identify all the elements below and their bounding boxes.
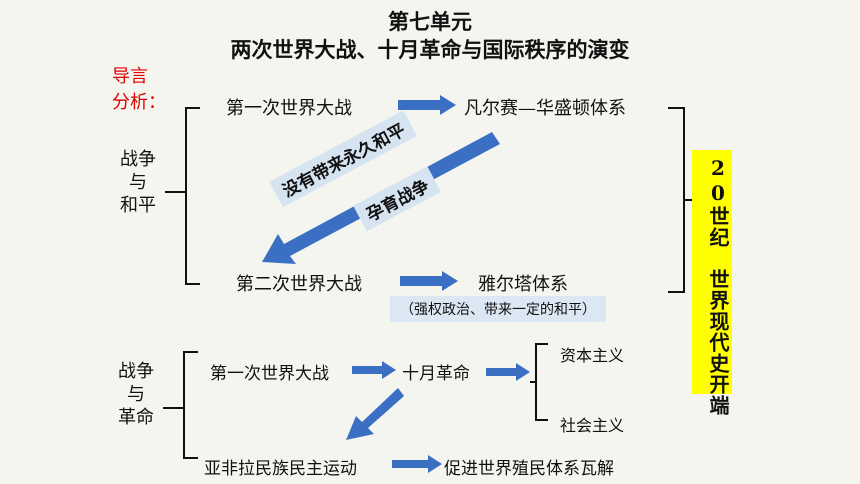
arrow-movement-collapse bbox=[392, 455, 442, 473]
main-title: 两次世界大战、十月革命与国际秩序的演变 bbox=[230, 37, 630, 62]
s2-colonial-collapse: 促进世界殖民体系瓦解 bbox=[444, 459, 614, 479]
bracket-right bbox=[668, 107, 692, 293]
guide-line2: 分析： bbox=[112, 92, 166, 113]
bracket-left-2 bbox=[163, 351, 198, 459]
s1-yalta-note: （强权政治、带来一定的和平） bbox=[390, 296, 606, 322]
guide-label: 导言 分析： bbox=[112, 64, 166, 116]
section2-label-2: 与 bbox=[127, 384, 145, 405]
right-banner-bg bbox=[692, 150, 732, 394]
bracket-left-1 bbox=[165, 107, 200, 285]
arrow-october-down bbox=[346, 388, 404, 440]
s1-ww2: 第二次世界大战 bbox=[236, 274, 362, 295]
arrow-ww2-yalta bbox=[400, 271, 458, 291]
section1-label-3: 和平 bbox=[120, 195, 156, 216]
section1-label-2: 与 bbox=[129, 172, 147, 193]
s1-versailles: 凡尔赛—华盛顿体系 bbox=[464, 98, 626, 119]
arrow-ww1-october bbox=[352, 361, 396, 379]
right-banner-text: 20世纪 世界现代史开端 bbox=[706, 156, 730, 416]
guide-line1: 导言 bbox=[112, 66, 148, 87]
arrow-ww1-versailles bbox=[398, 95, 456, 115]
section2-label-3: 革命 bbox=[118, 407, 154, 428]
section1-label-1: 战争 bbox=[120, 149, 156, 170]
s2-national-movement: 亚非拉民族民主运动 bbox=[204, 459, 357, 479]
s2-socialism: 社会主义 bbox=[560, 416, 625, 435]
arrow-october-branch bbox=[486, 363, 530, 381]
section1-label: 战争 与 和平 bbox=[112, 148, 164, 217]
s2-october: 十月革命 bbox=[402, 364, 470, 384]
bracket-branch bbox=[530, 343, 548, 421]
s1-ww1: 第一次世界大战 bbox=[226, 98, 352, 119]
s1-yalta: 雅尔塔体系 bbox=[478, 274, 568, 295]
section2-label: 战争 与 革命 bbox=[110, 360, 162, 429]
s2-capitalism: 资本主义 bbox=[560, 346, 625, 365]
section2-label-1: 战争 bbox=[118, 361, 154, 382]
s2-ww1: 第一次世界大战 bbox=[210, 364, 329, 384]
unit-title: 第七单元 bbox=[388, 9, 472, 34]
